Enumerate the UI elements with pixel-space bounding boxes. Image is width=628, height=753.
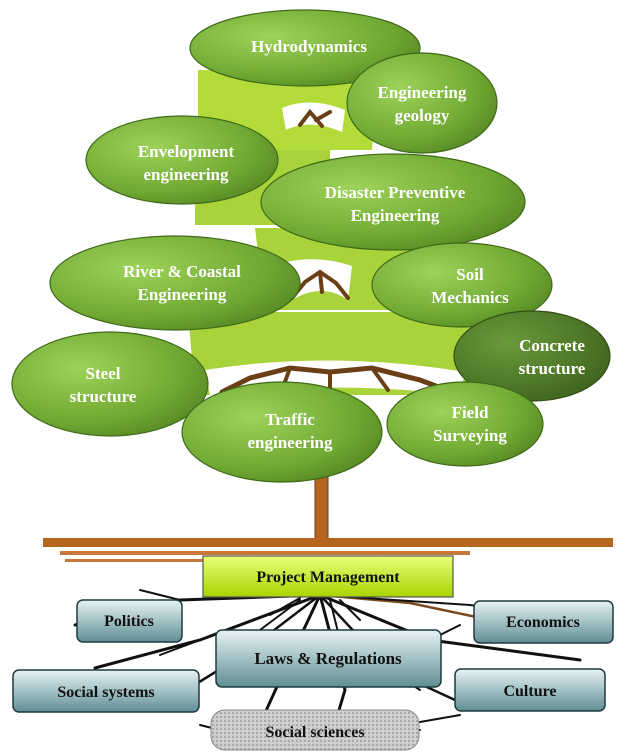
leaf-label: structure: [519, 359, 586, 378]
leaf-label: Disaster Preventive: [325, 183, 466, 202]
leaf-soil-mechanics: Soil Mechanics: [371, 242, 553, 328]
box-social-systems: Social systems: [12, 669, 200, 713]
box-label: Social sciences: [265, 724, 364, 741]
box-label: Economics: [506, 614, 580, 631]
leaf-envelopment-engineering: Envelopment engineering: [85, 115, 279, 205]
leaf-label: River & Coastal: [123, 262, 241, 281]
leaf-engineering-geology: Engineering geology: [346, 52, 498, 154]
leaf-river-coastal-engineering: River & Coastal Engineering: [49, 235, 301, 331]
box-politics: Politics: [76, 599, 183, 643]
leaf-label: Concrete: [519, 336, 585, 355]
box-label: Laws & Regulations: [254, 649, 402, 668]
leaf-label: Soil: [456, 265, 484, 284]
leaf-label: Envelopment: [138, 142, 235, 161]
leaf-label: Field: [452, 403, 489, 422]
leaf-disaster-preventive-engineering: Disaster Preventive Engineering: [260, 153, 526, 251]
leaf-label: Steel: [86, 364, 121, 383]
leaf-label: engineering: [248, 433, 333, 452]
leaf-hydrodynamics: Hydrodynamics: [189, 9, 421, 87]
leaf-label: Mechanics: [431, 288, 509, 307]
leaf-label: engineering: [144, 165, 229, 184]
box-project-management: Project Management: [202, 555, 454, 598]
box-culture: Culture: [454, 668, 606, 712]
box-label: Project Management: [256, 569, 400, 586]
leaf-label: Surveying: [433, 426, 507, 445]
leaf-label: Engineering: [378, 83, 467, 102]
box-economics: Economics: [473, 600, 614, 644]
box-label: Culture: [503, 683, 556, 700]
leaf-label: geology: [395, 106, 450, 125]
box-label: Social systems: [57, 684, 154, 701]
leaf-traffic-engineering: Traffic engineering: [181, 381, 383, 483]
leaf-concrete-structure: Concrete structure: [453, 310, 611, 402]
leaf-field-surveying: Field Surveying: [386, 381, 544, 467]
leaf-steel-structure: Steel structure: [11, 331, 209, 437]
leaf-label: Engineering: [138, 285, 227, 304]
leaf-label: Hydrodynamics: [251, 37, 367, 56]
leaf-label: structure: [70, 387, 137, 406]
box-label: Politics: [104, 613, 154, 630]
leaf-label: Traffic: [265, 410, 315, 429]
box-laws-regulations: Laws & Regulations: [215, 629, 442, 688]
box-social-sciences: Social sciences: [210, 709, 420, 751]
leaf-label: Engineering: [351, 206, 440, 225]
